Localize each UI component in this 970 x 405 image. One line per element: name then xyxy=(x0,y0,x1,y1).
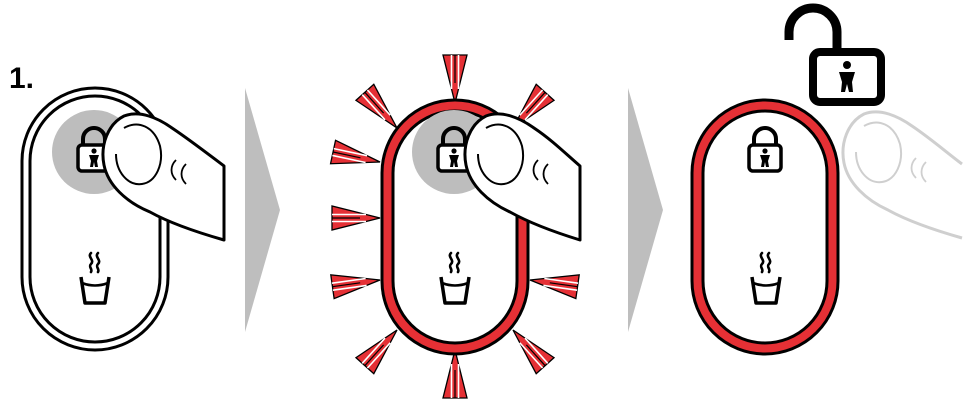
panel-press-lock-button xyxy=(22,88,224,350)
released-finger-icon xyxy=(843,112,962,238)
chevron-right-icon xyxy=(245,88,280,332)
panel-hold-lock-button xyxy=(331,55,580,398)
chevron-right-icon xyxy=(628,88,663,332)
panel-unlocked-result xyxy=(692,8,962,354)
open-padlock-child-icon xyxy=(789,8,881,102)
